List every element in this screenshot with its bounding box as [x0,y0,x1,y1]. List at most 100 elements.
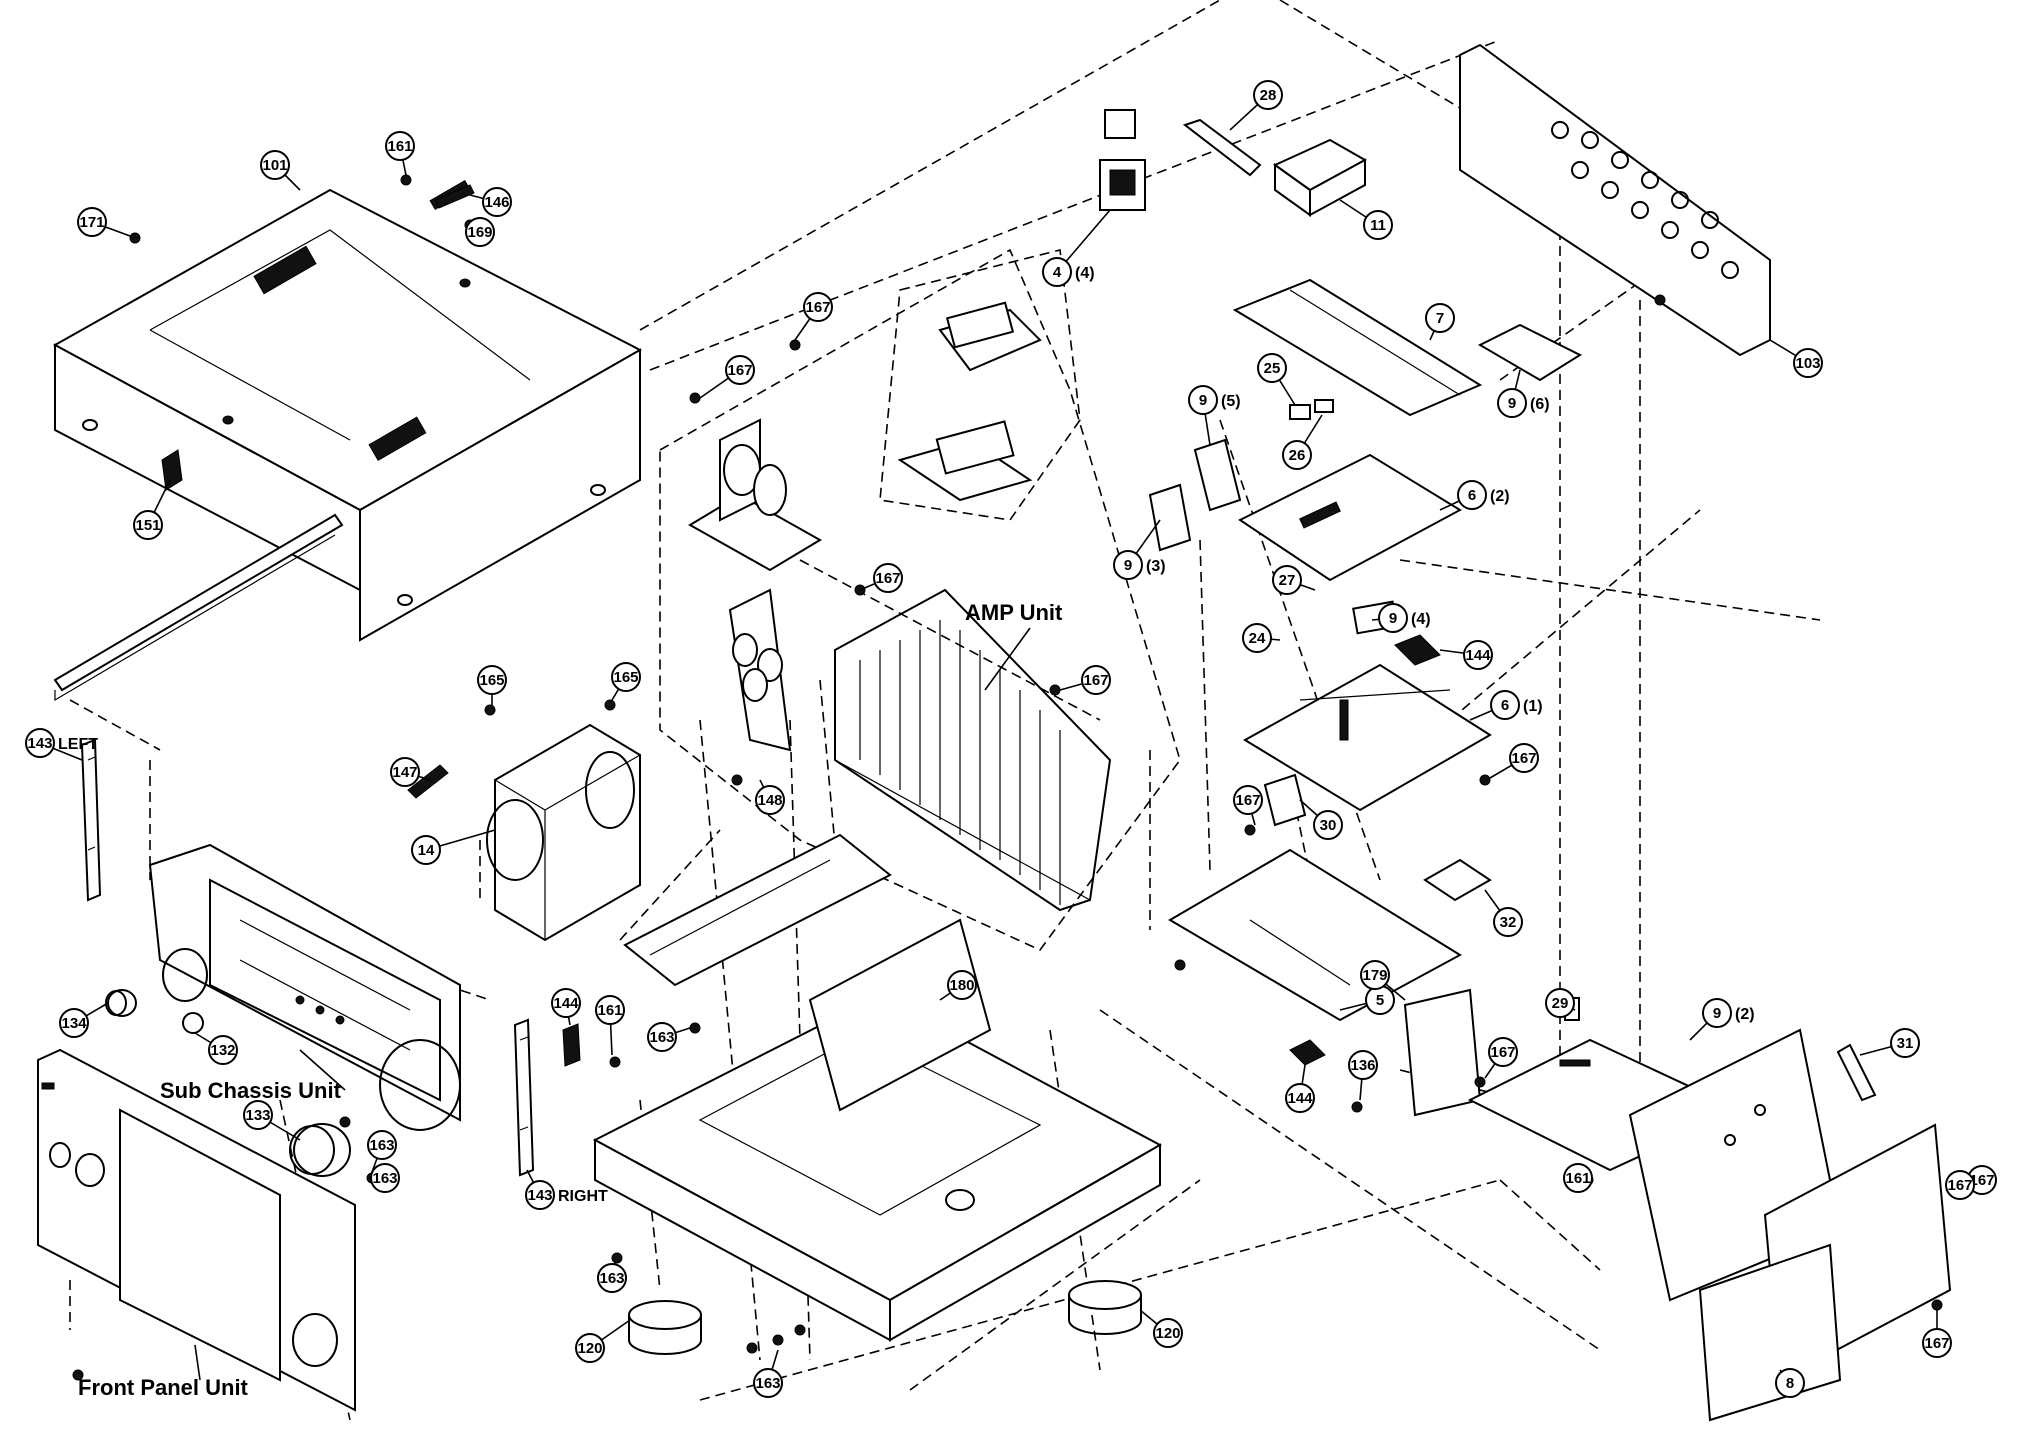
part-callout: 167 [1488,1037,1518,1067]
part-callout: 134 [59,1008,89,1038]
callout-number: 5 [1376,992,1384,1009]
callout-number: 180 [949,977,974,994]
board-9-5 [1193,438,1242,512]
callout-circle [873,563,903,593]
callout-number: 133 [245,1107,270,1124]
callout-number: 146 [484,194,509,211]
callout-number: 167 [727,362,752,379]
callout-suffix: (2) [1490,488,1510,505]
callout-number: 120 [577,1340,602,1357]
callout-number: 6 [1501,697,1509,714]
bottom-chassis [592,918,1163,1342]
front-panel-unit [37,1048,356,1412]
callout-circle [1463,640,1493,670]
callout-suffix: (4) [1411,611,1431,628]
part-callout: 169 [465,217,495,247]
callout-circle [1253,80,1283,110]
part-callout: 6(2) [1457,480,1510,510]
callout-circle [595,995,625,1025]
callout-suffix: (4) [1075,265,1095,282]
callout-circle [1425,303,1455,333]
callout-circle [477,665,507,695]
part-callout: 6(1) [1490,690,1543,720]
part-callout: 147 [390,757,420,787]
callout-number: 167 [1490,1044,1515,1061]
callout-circle [1113,550,1143,580]
callout-number: 167 [1083,672,1108,689]
callout-suffix: (6) [1530,396,1550,413]
callout-number: 14 [418,842,435,859]
flat-cable-28 [1182,118,1262,177]
bracket-179 [1403,988,1482,1117]
part-callout: 180 [947,970,977,1000]
callout-number: 167 [1235,792,1260,809]
heat-pad-144-upper [1394,634,1441,666]
part-callout: 9 (4) [1378,603,1431,633]
callout-circle [1490,690,1520,720]
part-callout: 163 [647,1022,677,1052]
callout-circle [1233,785,1263,815]
amp-unit-label: AMP Unit [965,600,1063,625]
callout-circle [753,1368,783,1398]
callout-number: 163 [372,1170,397,1187]
callout-circle [1282,440,1312,470]
callout-circle [611,662,641,692]
callout-number: 171 [79,214,104,231]
part-callout: 11 [1363,210,1393,240]
callout-number: 161 [387,138,412,155]
heat-pad-151 [161,449,183,491]
module-32 [1423,858,1492,902]
callout-circle [1042,257,1072,287]
module-box [1273,138,1368,217]
part-callout: 144 [551,988,581,1018]
callout-suffix: (2) [1735,1006,1755,1023]
part-callout: 165 [477,665,507,695]
callout-number: 4 [1053,264,1062,281]
callout-number: 148 [757,792,782,809]
part-callout: 9(6) [1497,388,1550,418]
callout-number: 30 [1320,817,1337,834]
callout-circle [803,292,833,322]
callout-number: 9 [1389,610,1397,627]
callout-circle [1775,1368,1805,1398]
part-callout: 32 [1493,907,1523,937]
callout-circle [1545,988,1575,1018]
part-callout: 136 [1348,1050,1378,1080]
side-bracket-right [513,1018,535,1177]
callout-number: 167 [1511,750,1536,767]
callout-circle [1378,603,1408,633]
callout-number: 132 [210,1042,235,1059]
callout-number: 9 [1199,392,1207,409]
knob-134 [105,989,137,1017]
board-7 [1232,278,1483,417]
callout-circle [25,728,55,758]
terminal-group-outline [879,249,1081,521]
callout-number: 8 [1786,1375,1794,1392]
part-callout: 27 [1272,565,1302,595]
speaker-terminal-board-upper [938,301,1042,372]
part-callout: 29 [1545,988,1575,1018]
part-callout: 120 [575,1333,605,1363]
callout-circle [482,187,512,217]
part-callout: 133 [243,1100,273,1130]
callout-suffix: LEFT [58,736,98,753]
callout-circle [1081,665,1111,695]
callout-labels: 10116114617116915128114(4)16716771039(6)… [25,80,1997,1398]
callout-circle [1457,480,1487,510]
part-callout: 4 (4) [1042,257,1095,287]
callout-circle [1285,1083,1315,1113]
part-callout: 9(5) [1188,385,1241,415]
heat-pad-144-left [562,1023,581,1067]
callout-number: 167 [805,299,830,316]
callout-number: 161 [1565,1170,1590,1187]
part-callout: 151 [133,510,163,540]
part-callout: 5 [1365,985,1395,1015]
board-9-3 [1148,483,1192,552]
callout-number: 11 [1370,217,1386,234]
capacitor-board-lower [728,588,792,752]
callout-circle [1793,348,1823,378]
callout-circle [370,1163,400,1193]
callout-circle [367,1130,397,1160]
board-5 [1168,848,1462,1022]
